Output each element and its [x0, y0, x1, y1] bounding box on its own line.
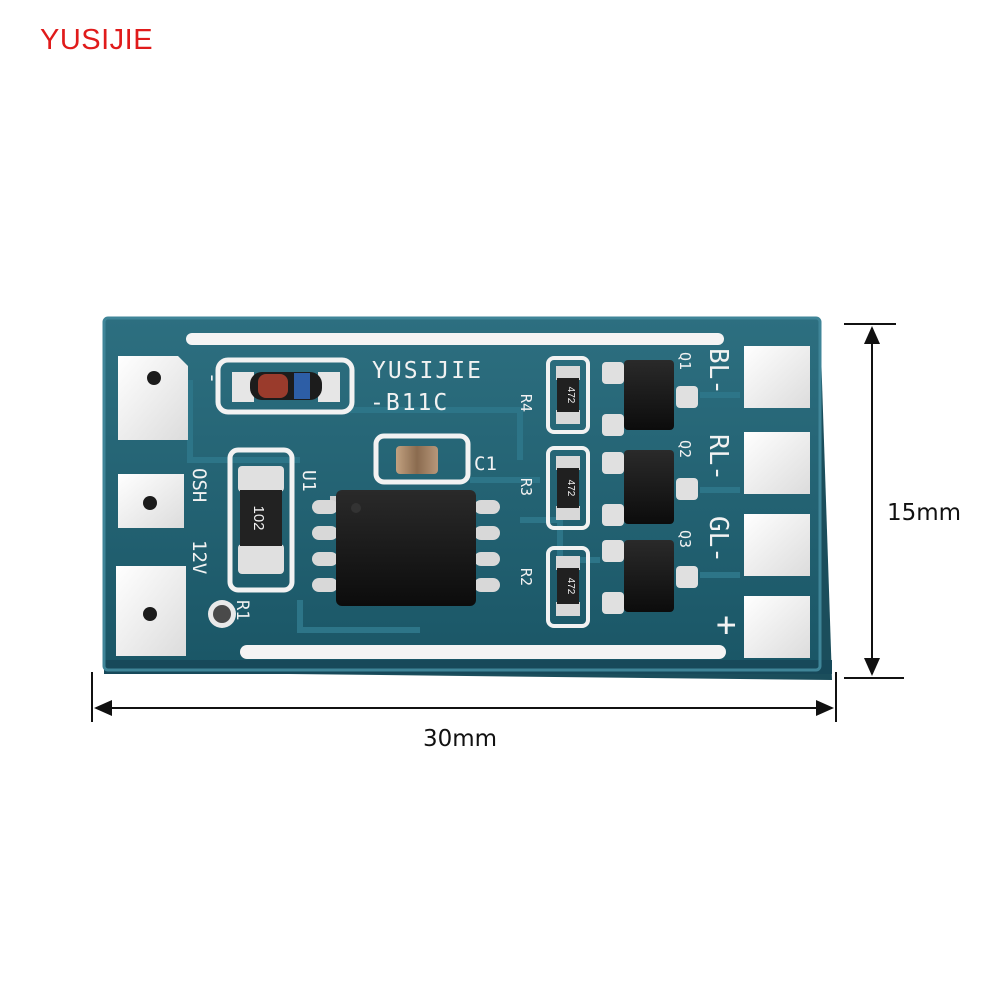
- silk-bl: BL-: [703, 348, 733, 395]
- silk-u1: U1: [298, 470, 319, 492]
- ic-u1: [312, 490, 500, 606]
- silk-12v: 12V: [188, 540, 210, 574]
- transistor-q2: [602, 450, 698, 526]
- height-dimension-line: [844, 323, 904, 679]
- silk-gl: GL-: [703, 516, 733, 563]
- brand-watermark: YUSIJIE: [40, 24, 154, 56]
- right-pads: [744, 346, 810, 658]
- r4-code: 472: [565, 387, 576, 404]
- left-pads: [116, 356, 236, 656]
- transistor-q1: [602, 360, 698, 436]
- width-label: 30mm: [423, 726, 498, 752]
- silk-r4: R4: [517, 394, 535, 412]
- height-label: 15mm: [887, 500, 962, 526]
- capacitor-c1: [373, 433, 471, 485]
- resistor-r1: [227, 447, 295, 593]
- diode: [215, 357, 355, 415]
- silk-osh: OSH: [188, 468, 210, 502]
- resistor-r3: [546, 446, 590, 530]
- transistor-q3: [602, 540, 698, 614]
- silk-q1: Q1: [676, 352, 694, 370]
- silk-r2: R2: [517, 568, 535, 586]
- silk-r1: R1: [232, 600, 252, 620]
- resistor-r4: [546, 356, 590, 434]
- r3-code: 472: [565, 480, 576, 497]
- silk-q2: Q2: [676, 440, 694, 458]
- width-dimension-line: [91, 672, 837, 722]
- silk-r3: R3: [517, 478, 535, 496]
- silk-c1: C1: [474, 453, 497, 475]
- silk-brand: YUSIJIE: [372, 358, 483, 384]
- silkscreen-rails: [186, 333, 726, 659]
- r2-code: 472: [565, 578, 576, 595]
- silk-plus: +: [716, 605, 736, 645]
- silk-rl: RL-: [703, 434, 733, 481]
- silk-minus: -: [201, 372, 225, 384]
- r1-code: 102: [250, 505, 267, 530]
- resistor-r2: [546, 546, 590, 628]
- silk-q3: Q3: [676, 530, 694, 548]
- silk-model: -B11C: [370, 390, 449, 416]
